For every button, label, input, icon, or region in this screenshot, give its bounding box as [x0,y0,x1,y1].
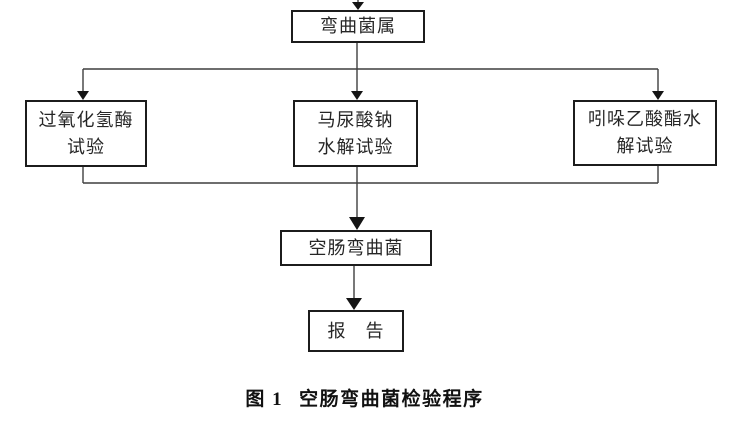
arrowhead-entry-icon [352,2,364,10]
node-report: 报 告 [308,310,404,352]
node-catalase-test: 过氧化氢酶 试验 [25,100,147,167]
arrowhead-hippurate-icon [351,91,363,100]
arrowhead-catalase-icon [77,91,89,100]
node-genus: 弯曲菌属 [291,10,425,43]
arrowhead-jejuni-icon [349,217,365,230]
arrowhead-report-icon [346,298,362,310]
figure-caption-label: 图 1 [245,389,284,410]
node-indoxyl-acetate-test: 吲哚乙酸酯水 解试验 [573,100,717,166]
figure-caption: 图 1 空肠弯曲菌检验程序 [0,384,729,411]
node-campylobacter-jejuni: 空肠弯曲菌 [280,230,432,266]
figure-caption-title: 空肠弯曲菌检验程序 [299,389,484,410]
arrowhead-indoxyl-icon [652,91,664,100]
node-hippurate-test: 马尿酸钠 水解试验 [293,100,418,167]
